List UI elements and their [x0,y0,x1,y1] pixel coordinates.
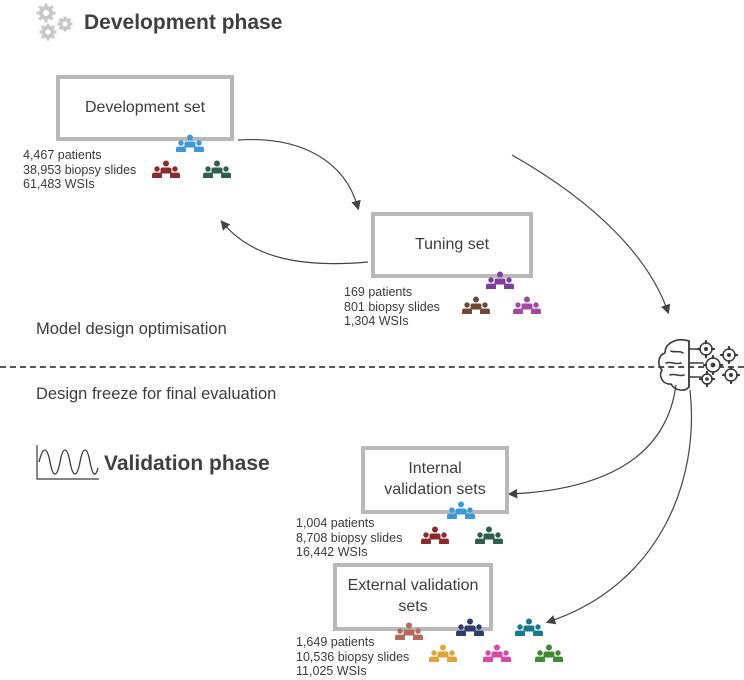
patient-group-icon [175,134,205,158]
stat-slides: 10,536 biopsy slides [296,649,410,664]
stat-slides: 801 biopsy slides [344,299,440,314]
stat-patients: 169 patients [344,285,413,299]
phase-divider [0,366,744,368]
patient-group-icon [455,618,485,642]
external-validation-label: External validation sets [347,577,479,615]
arrow-tuning-to-dev [220,220,369,265]
gears-icon [36,3,73,41]
development-phase-title: Development phase [84,11,283,34]
sine-wave-icon [36,445,99,480]
patient-group-icon [202,160,232,184]
patient-group-icon [512,296,542,320]
patient-group-icon [446,501,476,525]
development-set-stats: 4,467 patients 38,953 biopsy slides 61,4… [23,148,136,192]
model-design-optimisation-label: Model design optimisation [36,320,227,338]
arrow-model-to-internal [507,384,677,499]
brain-gears-icon [658,338,741,391]
patient-group-icon [485,271,515,295]
internal-validation-stats: 1,004 patients 8,708 biopsy slides 16,44… [296,516,402,560]
external-validation-box: External validation sets [333,563,493,631]
patient-group-icon [420,526,450,550]
stat-slides: 8,708 biopsy slides [296,530,403,545]
validation-phase-title: Validation phase [104,452,270,475]
arrow-dev-to-tuning [237,138,361,211]
patient-group-icon [474,526,504,550]
internal-validation-box: Internal validation sets [361,446,509,514]
patient-group-icon [428,644,458,668]
patient-group-icon [151,160,181,184]
stat-wsis: 16,442 WSIs [296,545,368,559]
development-set-box: Development set [56,75,234,141]
design-freeze-label: Design freeze for final evaluation [36,385,277,403]
stat-patients: 1,649 patients [296,635,375,649]
arrow-dev-to-model [511,154,671,315]
tuning-set-box: Tuning set [371,212,533,278]
patient-group-icon [482,644,512,668]
stat-patients: 1,004 patients [296,516,375,530]
development-set-label: Development set [84,98,206,116]
stat-wsis: 61,483 WSIs [23,177,95,191]
patient-group-icon [514,618,544,642]
external-validation-stats: 1,649 patients 10,536 biopsy slides 11,0… [296,635,409,679]
patient-group-icon [394,622,424,646]
tuning-set-label: Tuning set [414,235,490,253]
stat-slides: 38,953 biopsy slides [23,162,137,177]
internal-validation-label: Internal validation sets [384,460,486,498]
patient-group-icon [461,296,491,320]
patient-group-icon [534,644,564,668]
stat-patients: 4,467 patients [23,148,102,162]
arrow-model-to-external [545,389,693,625]
stat-wsis: 1,304 WSIs [344,314,409,328]
stat-wsis: 11,025 WSIs [296,664,367,678]
tuning-set-stats: 169 patients 801 biopsy slides 1,304 WSI… [344,285,440,329]
